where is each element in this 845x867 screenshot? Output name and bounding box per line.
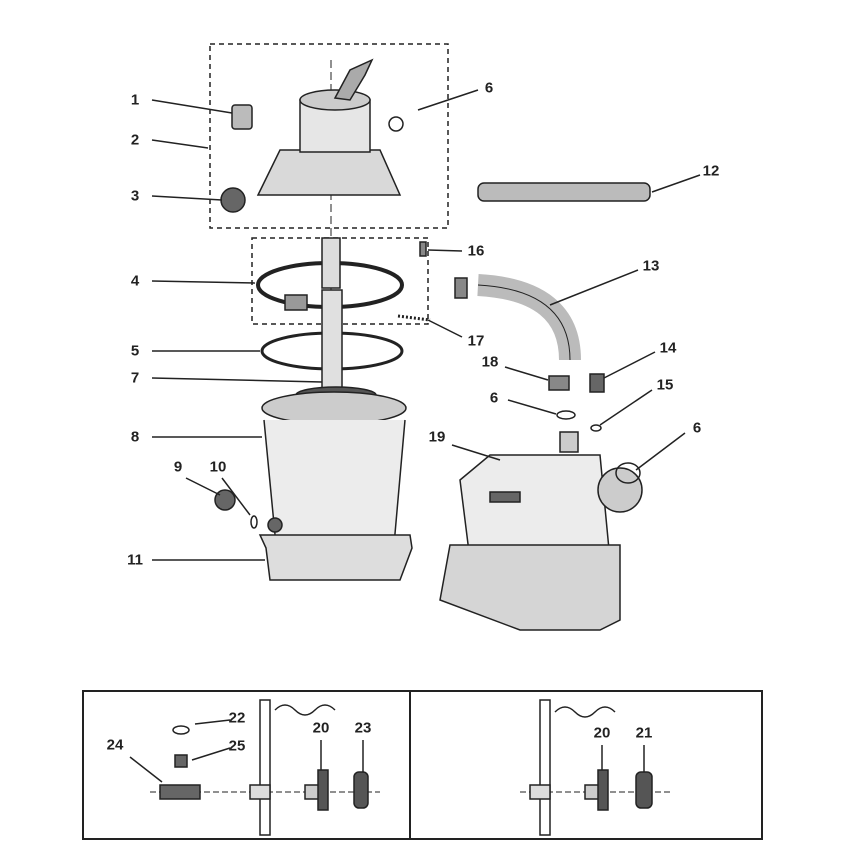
callout-13: 13 (642, 257, 660, 275)
right-connection-detail (520, 699, 670, 836)
callout-25: 25 (228, 737, 246, 755)
callout-14: 14 (659, 339, 677, 357)
callout-4: 4 (130, 272, 140, 290)
callout-7: 7 (130, 369, 140, 387)
callout-11: 11 (127, 551, 143, 569)
callout-20: 20 (312, 719, 330, 737)
callout-2: 2 (130, 131, 140, 149)
callout-24: 24 (106, 736, 124, 754)
callout-9: 9 (173, 458, 183, 476)
clamp-ring (256, 237, 468, 322)
callout-6: 6 (484, 79, 494, 97)
drain-washer (250, 515, 258, 529)
callout-16: 16 (467, 242, 485, 260)
elbow-hose (477, 274, 581, 361)
callout-15: 15 (656, 376, 674, 394)
callout-21: 21 (635, 724, 653, 742)
callout-1: 1 (130, 91, 140, 109)
callout-12: 12 (702, 162, 720, 180)
callout-6: 6 (489, 389, 499, 407)
callout-5: 5 (130, 342, 140, 360)
callout-10: 10 (209, 458, 227, 476)
callout-23: 23 (354, 719, 372, 737)
callout-22: 22 (228, 709, 246, 727)
clamp-group-box (251, 237, 429, 325)
drain-cap (214, 489, 236, 511)
pump (439, 373, 643, 631)
connection-panel (82, 690, 763, 840)
center-pipe (321, 289, 343, 391)
leader-lines (151, 89, 701, 561)
multiport-valve (220, 58, 404, 213)
callout-18: 18 (481, 353, 499, 371)
filter-tank (258, 386, 413, 581)
callout-8: 8 (130, 428, 140, 446)
callout-6: 6 (692, 419, 702, 437)
valve-group-box (209, 43, 449, 229)
left-connection-detail (129, 699, 380, 836)
callout-19: 19 (428, 428, 446, 446)
hose (477, 182, 651, 202)
callout-20: 20 (593, 724, 611, 742)
callout-17: 17 (467, 332, 485, 350)
callout-3: 3 (130, 187, 140, 205)
